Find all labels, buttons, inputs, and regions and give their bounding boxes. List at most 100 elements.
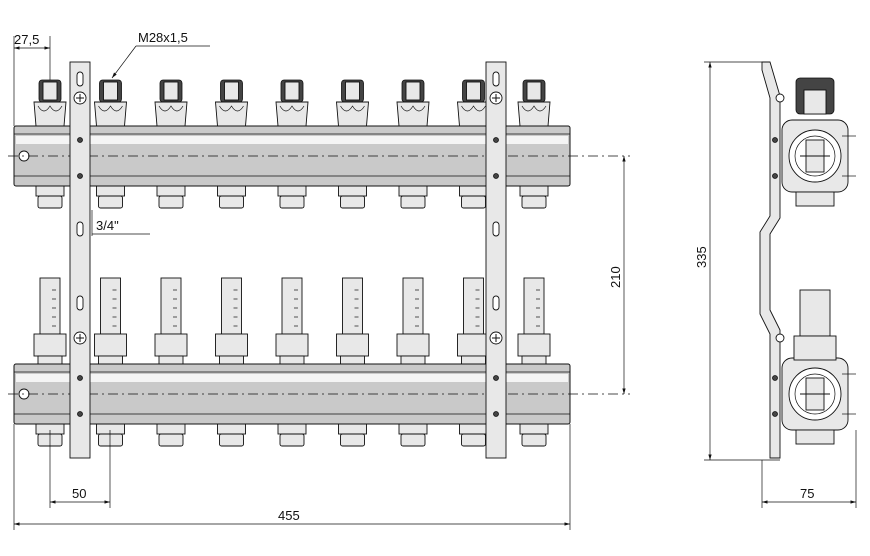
bracket-slot [76,221,84,237]
mounting-brackets [69,61,507,459]
bottom-manifold-bar [8,363,630,425]
bracket-bolt [493,411,499,417]
flow-meter-nut [340,355,365,365]
valve-detail [279,105,305,112]
connector [521,433,547,447]
nut [156,423,186,435]
flow-meter-tube [160,277,182,335]
flow-meter-tube [463,277,484,335]
flow-meter-base [154,333,188,357]
side-upper-manifold [781,77,856,207]
bracket-slot [492,71,500,87]
connector [219,195,244,209]
flow-meter-tube [39,277,61,335]
outlet-group [33,79,551,447]
flow-meter-base [215,333,248,357]
label-height: 335 [694,246,709,268]
outlet-9 [517,79,551,447]
nut [277,423,307,435]
nut [96,185,125,197]
connector [158,433,184,447]
bracket-bolt [77,375,83,381]
leader-connection: 3/4" [91,210,150,236]
valve-cap-face [163,81,179,101]
front-view: 27,5 M28x1,5 3/4" 50 455 [8,30,630,530]
label-connection: 3/4" [96,218,119,233]
bracket-slot [492,295,500,311]
dim-center-distance: 210 [608,156,626,394]
nut [156,185,186,197]
connector [158,195,184,209]
connector [219,433,244,447]
flow-meter-base [457,333,490,357]
bracket-bolt [493,173,499,179]
flow-meter-nut [461,355,486,365]
nut [459,185,488,197]
valve-cap-face [466,81,481,101]
valve-cap-face [526,81,542,101]
connector [461,433,486,447]
side-lower-manifold [781,289,856,445]
bracket-slot [76,295,84,311]
bracket-slot [76,71,84,87]
flow-meter-nut [37,355,63,365]
outlet-5 [275,79,309,447]
nut [96,423,125,435]
label-pitch: 50 [72,486,86,501]
label-thread: M28x1,5 [138,30,188,45]
outlet-3 [154,79,188,447]
flow-meter-nut [400,355,426,365]
bracket-slot [492,221,500,237]
nut [277,185,307,197]
nut [398,423,428,435]
valve-detail [98,105,123,112]
outlet-6 [336,79,369,447]
valve-cap-face [405,81,421,101]
connector [340,195,365,209]
label-end-offset: 27,5 [14,32,39,47]
dim-depth: 75 [761,430,857,508]
outlet-8 [457,79,490,447]
valve-detail [461,105,486,112]
connector [98,195,123,209]
side-bracket [759,61,785,459]
nut [459,423,488,435]
valve-cap-face [42,81,58,101]
flow-meter-base [396,333,430,357]
bracket-plate [69,61,91,459]
valve-cap-face [224,81,239,101]
nut [217,185,246,197]
flow-meter-base [94,333,127,357]
bracket-bolt [77,173,83,179]
valve-detail [400,105,426,112]
connector [461,195,486,209]
flow-meter-base [33,333,67,357]
flow-meter-tube [281,277,303,335]
valve-detail [340,105,365,112]
connector [340,433,365,447]
valve-cap-face [103,81,118,101]
flow-meter-base [275,333,309,357]
connector [400,195,426,209]
flow-meter-tube [100,277,121,335]
nut [338,185,367,197]
dim-overall-length: 455 [13,424,571,530]
flow-meter-tube [221,277,242,335]
connector [279,433,305,447]
bracket-bolt [493,375,499,381]
connector [400,433,426,447]
top-manifold-bar [8,125,630,187]
dim-height: 335 [694,61,780,461]
nut [338,423,367,435]
flow-meter-tube [523,277,545,335]
bracket-2 [485,61,507,459]
nut [398,185,428,197]
flow-meter-base [517,333,551,357]
bracket-bolt [77,411,83,417]
bracket-bolt [493,137,499,143]
label-center-distance: 210 [608,266,623,288]
flow-meter-base [336,333,369,357]
bracket-bolt [77,137,83,143]
valve-detail [158,105,184,112]
